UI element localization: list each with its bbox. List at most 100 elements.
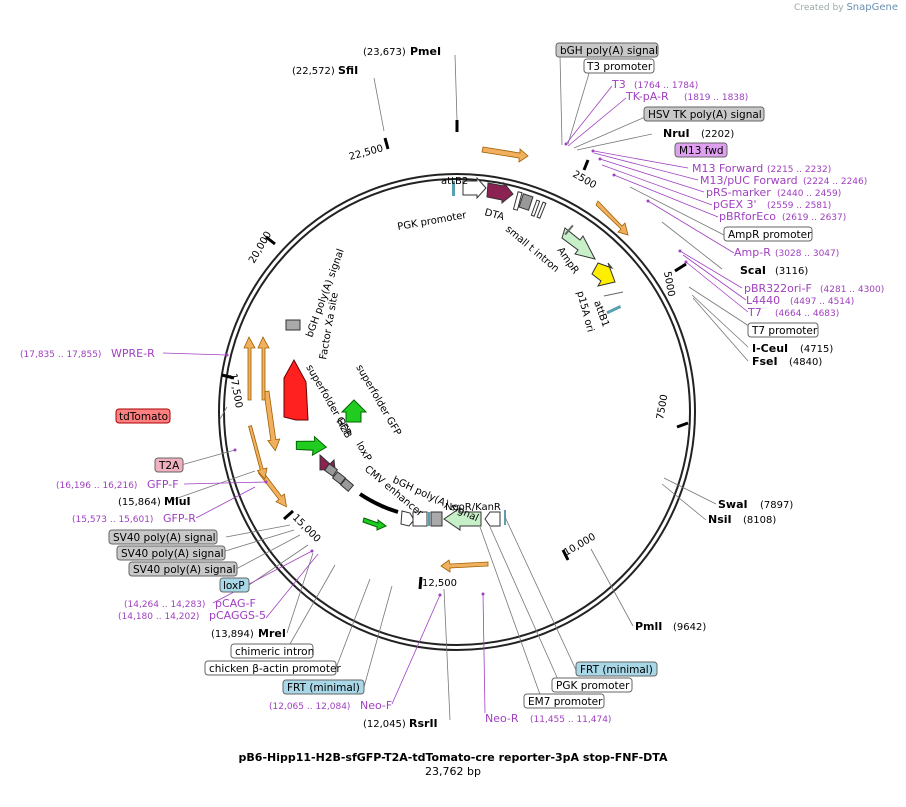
em7-promoter-arrow xyxy=(484,511,501,527)
site-scai-name: ScaI xyxy=(740,264,766,277)
primer-gfpr-pos: (15,573 .. 15,601) xyxy=(72,515,153,525)
bgh-polya-arrow xyxy=(400,510,415,527)
primer-pbrforeco-pos: (2619 .. 2637) xyxy=(782,213,846,223)
site-mlui-pos: (15,864) xyxy=(118,497,161,508)
ori-arrow-7 xyxy=(257,470,288,508)
primer-pcagf-name: pCAG-F xyxy=(215,597,256,610)
site-nrui-pos: (2202) xyxy=(701,129,734,140)
inner-label-sfgfp-1: superfolder GFP xyxy=(353,363,402,438)
small-box-2 xyxy=(331,471,347,485)
site-pmli-pos: (9642) xyxy=(673,622,706,633)
feature-box-t7-promoter: T7 promoter xyxy=(751,325,818,337)
attb1-marker xyxy=(606,305,622,315)
site-pmli-name: PmlI xyxy=(635,620,662,633)
feature-box-tdtomato: tdTomato xyxy=(119,411,168,423)
feature-box-t3-promoter: T3 promoter xyxy=(586,61,653,73)
intron-marker xyxy=(512,191,523,211)
ori-arrows xyxy=(243,146,629,573)
site-sfii-pos: (22,572) xyxy=(292,66,335,77)
site-iceui-name: I-CeuI xyxy=(752,342,788,355)
primer-tkpar-pos: (1819 .. 1838) xyxy=(684,93,748,103)
superfolder-gfp-arrow-1 xyxy=(340,399,368,423)
primer-neof-name: Neo-F xyxy=(360,699,392,712)
primer-pbrforeco-name: pBRforEco xyxy=(719,210,776,223)
primer-gfpr-name: GFP-R xyxy=(163,512,196,525)
feature-box-hsv-tk: HSV TK poly(A) signal xyxy=(648,109,762,121)
tdtomato-arrow xyxy=(283,358,309,421)
site-mrei-name: MreI xyxy=(258,627,286,640)
small-marker-2 xyxy=(536,201,547,219)
bgh-polya-box xyxy=(285,319,301,331)
loxp-marker xyxy=(428,512,430,526)
leader-lines xyxy=(171,54,753,721)
gray-box xyxy=(430,511,443,527)
feature-box-sv40-1: SV40 poly(A) signal xyxy=(113,532,216,544)
dta-arrow xyxy=(486,181,514,205)
inner-label-pgk: PGK promoter xyxy=(397,210,469,233)
feature-boxes: bGH poly(A) signal T3 promoter HSV TK po… xyxy=(108,42,819,709)
primer-m13fwd-name: M13 Forward xyxy=(692,162,763,175)
primer-pbr322-name: pBR322ori-F xyxy=(744,282,812,295)
site-scai-pos: (3116) xyxy=(775,266,808,277)
inner-label-ampr: AmpR xyxy=(555,245,581,276)
inner-label-loxp: loxP xyxy=(353,440,373,463)
inner-label-neor: NeoR/KanR xyxy=(445,502,501,513)
primer-neor-name: Neo-R xyxy=(485,712,519,725)
inner-label-p15a: p15A ori xyxy=(574,290,596,334)
primer-m13puc-name: M13/pUC Forward xyxy=(700,174,798,187)
primer-t3-pos: (1764 .. 1784) xyxy=(634,81,698,91)
small-box-1 xyxy=(323,463,339,477)
superfolder-gfp-arrow-2 xyxy=(295,435,328,457)
feature-box-chicken-actin: chicken β-actin promoter xyxy=(209,663,341,675)
primer-labels: T3 (1764 .. 1784) TK-pA-R (1819 .. 1838)… xyxy=(20,78,884,725)
tick-label-10000: 10,000 xyxy=(562,532,598,559)
primer-l4440-name: L4440 xyxy=(746,294,780,307)
feature-box-bgh-top: bGH poly(A) signal xyxy=(560,45,658,57)
site-pmei-name: PmeI xyxy=(410,45,441,58)
primer-m13fwd-pos: (2215 .. 2232) xyxy=(767,165,831,175)
snapgene-credit: Created by SnapGene xyxy=(794,2,898,13)
tick-label-15000: 15,000 xyxy=(290,512,323,545)
primer-leader-lines xyxy=(162,85,749,714)
site-sfii-name: SfiI xyxy=(338,64,358,77)
site-swai-name: SwaI xyxy=(718,498,748,511)
feature-box-frt-right: FRT (minimal) xyxy=(580,664,653,676)
tick-label-2500: 2500 xyxy=(571,169,599,191)
primer-pcaggs-name: pCAGGS-5 xyxy=(209,609,266,622)
inner-label-attb2: attB2 xyxy=(441,176,468,187)
primer-t3-name: T3 xyxy=(611,78,626,91)
feature-box-pgk-promoter: PGK promoter xyxy=(556,680,630,692)
attb2-marker xyxy=(452,181,455,196)
primer-gfpf-pos: (16,196 .. 16,216) xyxy=(56,481,137,491)
site-nsii-pos: (8108) xyxy=(743,515,776,526)
primer-pcagf-pos: (14,264 .. 14,283) xyxy=(124,600,205,610)
site-mlui-name: MluI xyxy=(164,495,191,508)
ori-arrow-3 xyxy=(440,559,489,573)
site-nrui-name: NruI xyxy=(663,127,690,140)
site-swai-pos: (7897) xyxy=(760,500,793,511)
primer-m13puc-pos: (2224 .. 2246) xyxy=(803,177,867,187)
ori-arrow-2 xyxy=(595,200,629,236)
p15a-line xyxy=(603,291,624,297)
primer-ampr-name: Amp-R xyxy=(734,246,771,259)
scale-ticks xyxy=(221,137,689,590)
primer-prs-name: pRS-marker xyxy=(706,186,771,199)
site-pmei-pos: (23,673) xyxy=(363,47,406,58)
primer-pgex-name: pGEX 3' xyxy=(713,198,757,211)
site-nsii-name: NsiI xyxy=(708,513,732,526)
primer-pgex-pos: (2559 .. 2581) xyxy=(767,201,831,211)
inner-label-dta: DTA xyxy=(483,207,505,223)
primer-neor-pos: (11,455 .. 11,474) xyxy=(530,715,611,725)
plasmid-size: 23,762 bp xyxy=(425,765,481,778)
small-green-arrow xyxy=(362,517,387,531)
backbone-outer-strand xyxy=(218,173,696,651)
ori-arrow-1 xyxy=(481,146,529,163)
tick-label-5000: 5000 xyxy=(661,271,676,298)
inner-label-small-t-intron: small t intron xyxy=(503,224,561,275)
feature-box-em7-promoter: EM7 promoter xyxy=(528,696,603,708)
feature-box-t2a: T2A xyxy=(158,460,180,472)
ori-arrow-6 xyxy=(243,336,256,401)
tick-label-17500: 17,500 xyxy=(227,373,244,409)
site-rsrii-pos: (12,045) xyxy=(363,719,406,730)
